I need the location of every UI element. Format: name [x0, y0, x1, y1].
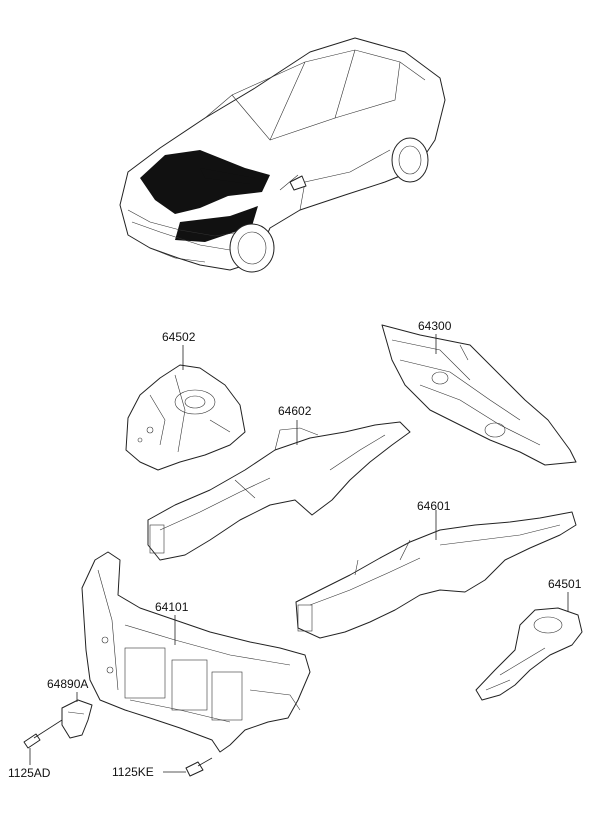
part-64101-shape[interactable] — [81, 551, 311, 753]
part-64300-shape[interactable] — [381, 324, 577, 466]
part-64601-label: 64601 — [417, 499, 451, 513]
part-64890A-shape[interactable] — [61, 699, 93, 739]
part-1125KE-shape[interactable] — [185, 757, 213, 777]
part-64101-label: 64101 — [155, 600, 189, 614]
part-64502-label: 64502 — [162, 330, 196, 344]
part-64601-shape[interactable] — [295, 511, 577, 639]
part-64890A-label: 64890A — [47, 677, 88, 691]
part-64502-shape[interactable] — [125, 364, 246, 471]
vehicle-overview-icon — [119, 37, 446, 273]
part-64602-label: 64602 — [278, 404, 312, 418]
part-1125AD-shape[interactable] — [23, 719, 63, 749]
part-1125KE-label: 1125KE — [112, 765, 154, 779]
part-64300-label: 64300 — [418, 319, 452, 333]
part-64602-shape[interactable] — [147, 421, 411, 561]
part-64501-label: 64501 — [548, 577, 582, 591]
part-64501-shape[interactable] — [475, 607, 583, 701]
part-1125AD-label: 1125AD — [8, 766, 51, 780]
